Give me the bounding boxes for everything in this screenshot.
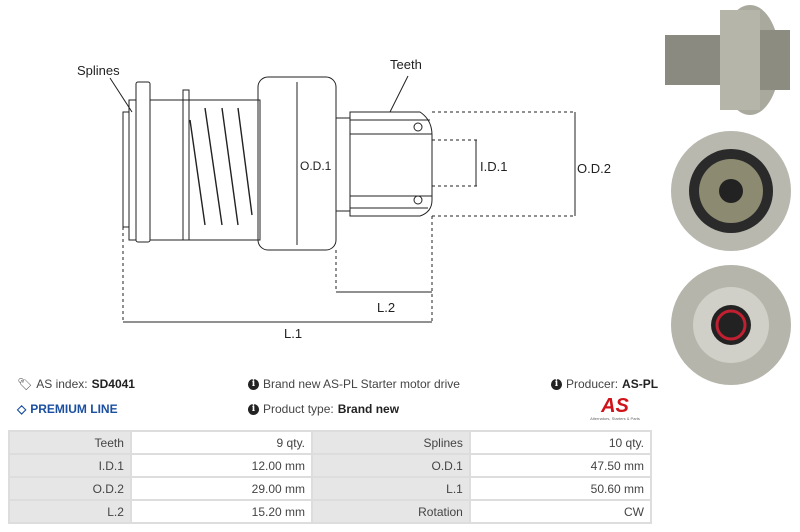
label-teeth: Teeth (390, 57, 422, 72)
technical-drawing: Splines Teeth O.D.1 I.D.1 O.D.2 L.2 L.1 (77, 57, 611, 341)
label-l1: L.1 (284, 326, 302, 341)
as-index: 🏷 AS index: SD4041 (17, 377, 135, 391)
info-icon: i (248, 378, 259, 390)
premium-label: PREMIUM LINE (30, 402, 118, 416)
as-index-label: AS index: (36, 377, 88, 391)
description: i Brand new AS-PL Starter motor drive (248, 377, 460, 391)
info-icon: i (551, 378, 562, 390)
spec-value: 9 qty. (129, 430, 314, 455)
spec-name: L.1 (311, 476, 471, 501)
as-index-value: SD4041 (91, 377, 135, 391)
producer-label: Producer: (566, 377, 619, 391)
producer: i Producer: AS-PL (551, 377, 658, 391)
spec-value: 12.00 mm (129, 453, 314, 478)
spec-name: O.D.1 (311, 453, 471, 478)
logo-mark: AS (601, 395, 629, 417)
label-od2: O.D.2 (577, 161, 611, 176)
spec-name: Teeth (8, 430, 132, 455)
spec-value: 50.60 mm (468, 476, 653, 501)
product-photo-side (665, 5, 790, 115)
spec-value: 15.20 mm (129, 499, 314, 524)
spec-value: CW (468, 499, 653, 524)
product-type-value: Brand new (337, 402, 400, 416)
label-id1: I.D.1 (480, 159, 507, 174)
producer-value: AS-PL (622, 377, 659, 391)
spec-value: 10 qty. (468, 430, 653, 455)
premium-line: ◇ PREMIUM LINE (17, 402, 118, 416)
spec-name: L.2 (8, 499, 132, 524)
label-od1: O.D.1 (300, 159, 332, 173)
spec-name: I.D.1 (8, 453, 132, 478)
as-pl-logo: AS Alternators, Starters & Parts (585, 396, 645, 421)
product-type: i Product type: Brand new (248, 402, 399, 416)
spec-value: 47.50 mm (468, 453, 653, 478)
description-text: Brand new AS-PL Starter motor drive (263, 377, 460, 391)
product-type-label: Product type: (263, 402, 334, 416)
label-l2: L.2 (377, 300, 395, 315)
spec-name: Rotation (311, 499, 471, 524)
label-splines: Splines (77, 63, 120, 78)
spec-value: 29.00 mm (129, 476, 314, 501)
spec-name: Splines (311, 430, 471, 455)
info-icon: i (248, 403, 259, 415)
product-photo-front (671, 131, 791, 251)
spec-name: O.D.2 (8, 476, 132, 501)
diamond-icon: ◇ (17, 402, 27, 416)
product-photo-back (671, 265, 791, 385)
logo-tagline: Alternators, Starters & Parts (590, 416, 640, 421)
tag-icon: 🏷 (17, 377, 33, 391)
